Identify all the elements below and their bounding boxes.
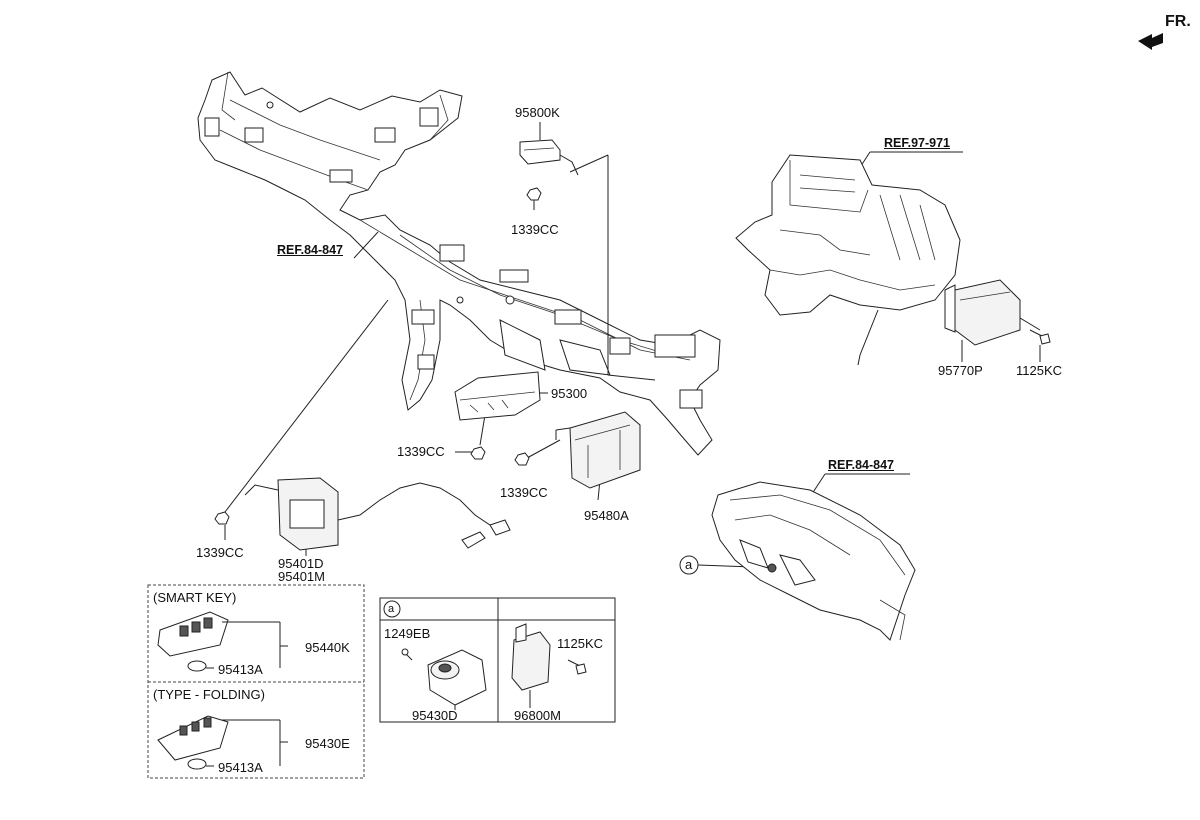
part-95480a: [555, 411, 641, 489]
part-label-1339cc-mid: 1339CC: [500, 485, 548, 500]
nut-1339cc-bottom: [214, 511, 230, 525]
part-label-95401d: 95401D: [278, 556, 324, 571]
cowl-cross-bar: [197, 71, 721, 456]
part-95300: [454, 371, 541, 421]
front-arrow-icon: [1138, 33, 1163, 50]
part-label-1339cc-bottom: 1339CC: [196, 545, 244, 560]
part-label-96800m: 96800M: [514, 708, 561, 723]
part-label-95300: 95300: [551, 386, 588, 401]
part-label-1339cc-left: 1339CC: [397, 444, 445, 459]
nut-1339cc-mid: [514, 452, 530, 466]
part-label-1339cc-top: 1339CC: [511, 222, 559, 237]
detail-box-callout-a: a: [388, 603, 395, 615]
callout-a-dash: [679, 555, 699, 575]
front-direction-label: FR.: [1165, 13, 1191, 30]
part-label-95430e: 95430E: [305, 736, 350, 751]
part-label-95430d: 95430D: [412, 708, 458, 723]
part-95401d: [244, 477, 511, 551]
detail-box-a: [379, 597, 616, 723]
folding-key-title: (TYPE - FOLDING): [153, 687, 265, 702]
part-label-1125kc-box: 1125KC: [557, 636, 604, 651]
part-95800k: [519, 139, 579, 176]
part-95770p: [944, 279, 1021, 346]
smart-key-box: [147, 584, 365, 779]
hvac-unit: [735, 154, 961, 366]
callout-a-dash-label: a: [685, 557, 693, 572]
part-label-95770p: 95770P: [938, 363, 983, 378]
nut-1339cc-left: [470, 446, 486, 460]
part-label-95413a-folding: 95413A: [218, 760, 263, 775]
ref-84-847-frame-label: REF.84-847: [277, 243, 344, 257]
part-label-95440k: 95440K: [305, 640, 350, 655]
ref-84-847-crashpad-label: REF.84-847: [828, 458, 895, 472]
dashboard-crash-pad: [711, 481, 916, 641]
part-label-1249eb: 1249EB: [384, 626, 431, 641]
bolt-1125kc-right: [1029, 329, 1051, 345]
part-label-95401m: 95401M: [278, 569, 325, 584]
nut-1339cc-top: [526, 187, 542, 201]
part-label-95413a-smart: 95413A: [218, 662, 263, 677]
part-label-95800k: 95800K: [515, 105, 560, 120]
ref-97-971-label: REF.97-971: [884, 136, 951, 150]
part-label-95480a: 95480A: [584, 508, 629, 523]
part-label-1125kc-right: 1125KC: [1016, 363, 1063, 378]
smart-key-title: (SMART KEY): [153, 590, 237, 605]
